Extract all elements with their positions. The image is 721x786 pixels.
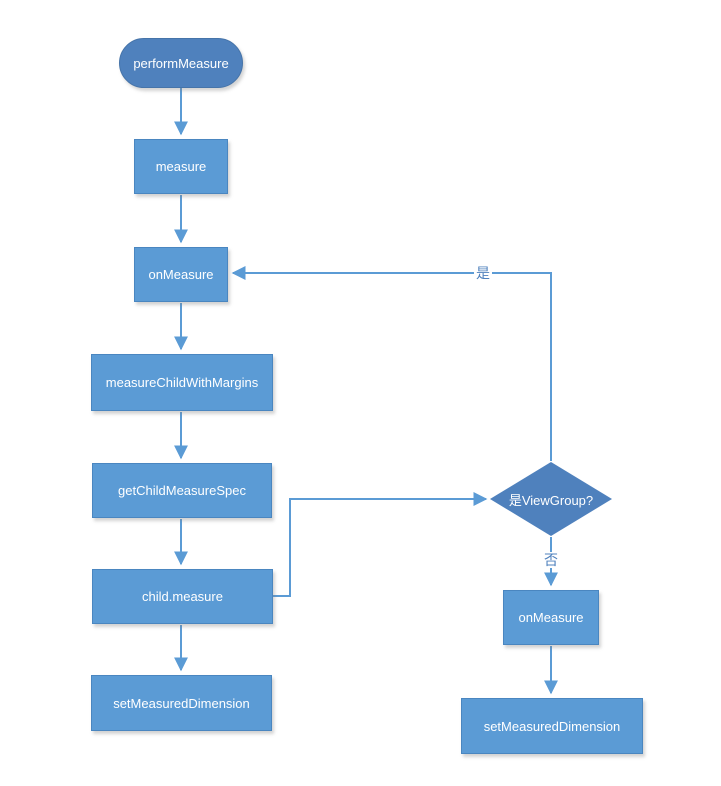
node-on-measure-right: onMeasure xyxy=(503,590,599,645)
node-set-measured-dimension-left: setMeasuredDimension xyxy=(91,675,272,731)
node-get-child-measure-spec: getChildMeasureSpec xyxy=(92,463,272,518)
edge-childmeasure-to-isviewgroup xyxy=(273,492,488,597)
node-measure-child-with-margins: measureChildWithMargins xyxy=(91,354,273,411)
edge-label-yes: 是 xyxy=(474,265,492,281)
node-on-measure-left: onMeasure xyxy=(134,247,228,302)
node-set-measured-dimension-right: setMeasuredDimension xyxy=(461,698,643,754)
node-is-view-group-decision: 是ViewGroup? xyxy=(490,462,612,536)
node-measure: measure xyxy=(134,139,228,194)
edge-isviewgroup-yes-to-onmeasure xyxy=(231,266,552,461)
node-child-measure: child.measure xyxy=(92,569,273,624)
edge-label-no: 否 xyxy=(542,552,560,568)
node-perform-measure: performMeasure xyxy=(119,38,243,88)
